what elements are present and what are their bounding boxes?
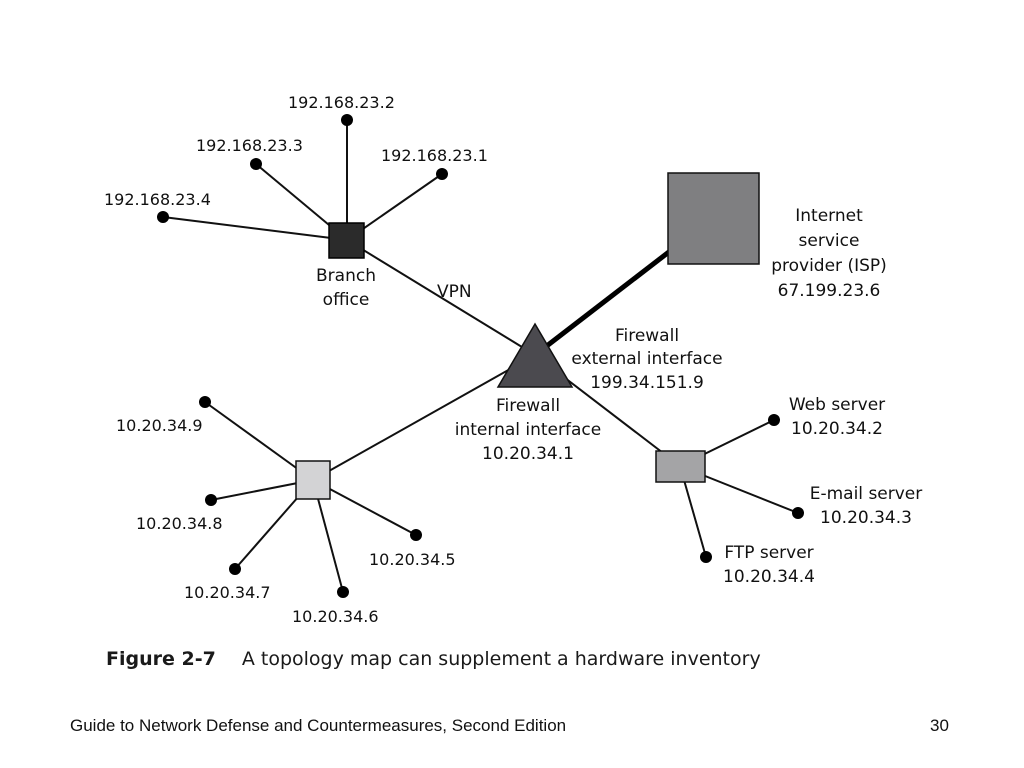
host-node <box>792 507 804 519</box>
host-node <box>768 414 780 426</box>
host-node <box>205 494 217 506</box>
firewall-internal-label: Firewall <box>496 396 560 416</box>
vpn-label: VPN <box>437 282 472 302</box>
branch-host-label: 192.168.23.1 <box>381 146 488 165</box>
ftp-server-address: 10.20.34.4 <box>723 567 815 587</box>
host-node <box>436 168 448 180</box>
host-node <box>229 563 241 575</box>
firewall-external-address: 199.34.151.9 <box>590 373 704 393</box>
web-server-address: 10.20.34.2 <box>791 419 883 439</box>
link-firewall-internal-switch <box>312 354 536 481</box>
isp-address: 67.199.23.6 <box>778 281 881 301</box>
firewall-external-label: Firewall <box>615 326 679 346</box>
host-node <box>250 158 262 170</box>
host-node <box>700 551 712 563</box>
branch-office-label: office <box>323 290 370 310</box>
internal-switch <box>295 460 331 500</box>
host-node <box>199 396 211 408</box>
isp-label: Internet <box>795 206 863 226</box>
firewall-external-label: external interface <box>571 349 722 369</box>
host-node <box>341 114 353 126</box>
isp-label: provider (ISP) <box>771 256 887 276</box>
host-node <box>157 211 169 223</box>
link-internal-host-9 <box>204 401 314 481</box>
link-vpn <box>346 239 536 356</box>
branch-host-label: 192.168.23.4 <box>104 190 211 209</box>
footer-book-title: Guide to Network Defense and Countermeas… <box>70 716 567 735</box>
page-number: 30 <box>930 716 949 735</box>
isp-label: service <box>799 231 860 251</box>
email-server-label: E-mail server <box>810 484 923 504</box>
firewall-internal-label: internal interface <box>455 420 601 440</box>
host-node <box>410 529 422 541</box>
host-node <box>337 586 349 598</box>
server-switch <box>655 450 706 483</box>
email-server-address: 10.20.34.3 <box>820 508 912 528</box>
firewall-internal-address: 10.20.34.1 <box>482 444 574 464</box>
web-server-label: Web server <box>789 395 885 415</box>
internal-host-label: 10.20.34.9 <box>116 416 203 435</box>
figure-caption: Figure 2-7 A topology map can supplement … <box>106 648 761 670</box>
internal-host-label: 10.20.34.5 <box>369 550 456 569</box>
host-nodes <box>157 114 804 598</box>
branch-office-switch <box>328 222 365 259</box>
link-branch-host-4 <box>162 216 348 241</box>
figure-caption-text: A topology map can supplement a hardware… <box>241 648 761 670</box>
branch-office-label: Branch <box>316 266 376 286</box>
branch-host-label: 192.168.23.3 <box>196 136 303 155</box>
internal-host-label: 10.20.34.6 <box>292 607 379 626</box>
internal-host-label: 10.20.34.7 <box>184 583 271 602</box>
firewall-icon <box>496 322 574 388</box>
branch-host-label: 192.168.23.2 <box>288 93 395 112</box>
isp-router <box>667 172 760 265</box>
figure-number: Figure 2-7 <box>106 648 216 670</box>
internal-host-label: 10.20.34.8 <box>136 514 223 533</box>
ftp-server-label: FTP server <box>724 543 813 563</box>
